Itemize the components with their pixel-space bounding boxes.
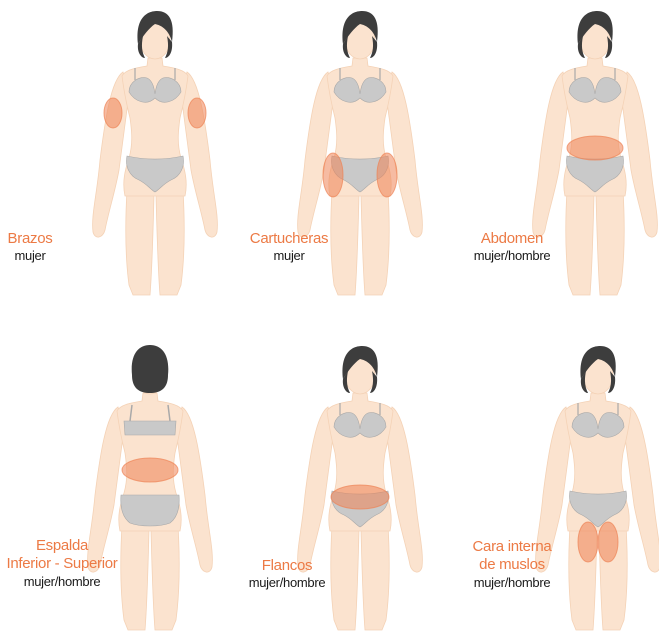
left-leg [126,190,154,295]
figure-lower-back [80,345,220,635]
treatment-zone [567,136,623,160]
zone-name: Cartucheras [250,230,328,248]
right-arm [624,407,659,572]
treatment-zone [323,153,343,197]
briefs [121,495,179,526]
zone-name: Flancos [249,557,326,575]
zone-audience: mujer/hombre [473,575,552,591]
treatment-zone [598,522,618,562]
figure-body [536,346,659,630]
right-arm [621,72,657,237]
treatment-zone [122,458,178,482]
right-arm [181,72,217,237]
treatment-zone [331,485,389,509]
left-leg [331,190,359,295]
left-arm [298,407,334,572]
right-leg [361,525,389,630]
zone-label: Cartucheras mujer [250,230,328,264]
right-leg [361,190,389,295]
hair-icon [132,345,169,393]
left-arm [93,72,129,237]
zone-label: Espalda Inferior - Superior mujer/hombre [6,537,117,589]
body-zones-infographic: Brazos mujer Cartucheras mujer Abdomen m… [0,0,659,615]
right-arm [386,407,422,572]
zone-label: Cara interna de muslos mujer/hombre [473,538,552,590]
zone-audience: mujer/hombre [249,575,326,591]
right-arm [176,407,212,572]
figure-flanks [290,345,430,635]
zone-name: Espalda [6,537,117,555]
zone-name: Cara interna [473,538,552,556]
left-leg [331,525,359,630]
zone-name: Abdomen [474,230,551,248]
figure-arms [85,10,225,300]
left-leg [566,190,594,295]
treatment-zone [578,522,598,562]
zone-label: Abdomen mujer/hombre [474,230,551,264]
zone-audience: mujer [250,248,328,264]
figure-inner-thighs [528,345,659,635]
bra-strap [124,421,176,435]
treatment-zone [377,153,397,197]
zone-label: Flancos mujer/hombre [249,557,326,591]
treatment-zone [188,98,206,128]
right-leg [156,190,184,295]
zone-name: Brazos [8,230,53,248]
left-arm [533,72,569,237]
zone-audience: mujer [8,248,53,264]
figure-body [93,11,218,295]
right-leg [151,525,179,630]
zone-name-line2: de muslos [473,556,552,574]
treatment-zone [104,98,122,128]
left-leg [121,525,149,630]
zone-label: Brazos mujer [8,230,53,264]
zone-audience: mujer/hombre [474,248,551,264]
zone-name-line2: Inferior - Superior [6,555,117,573]
zone-audience: mujer/hombre [6,574,117,590]
right-leg [596,190,624,295]
